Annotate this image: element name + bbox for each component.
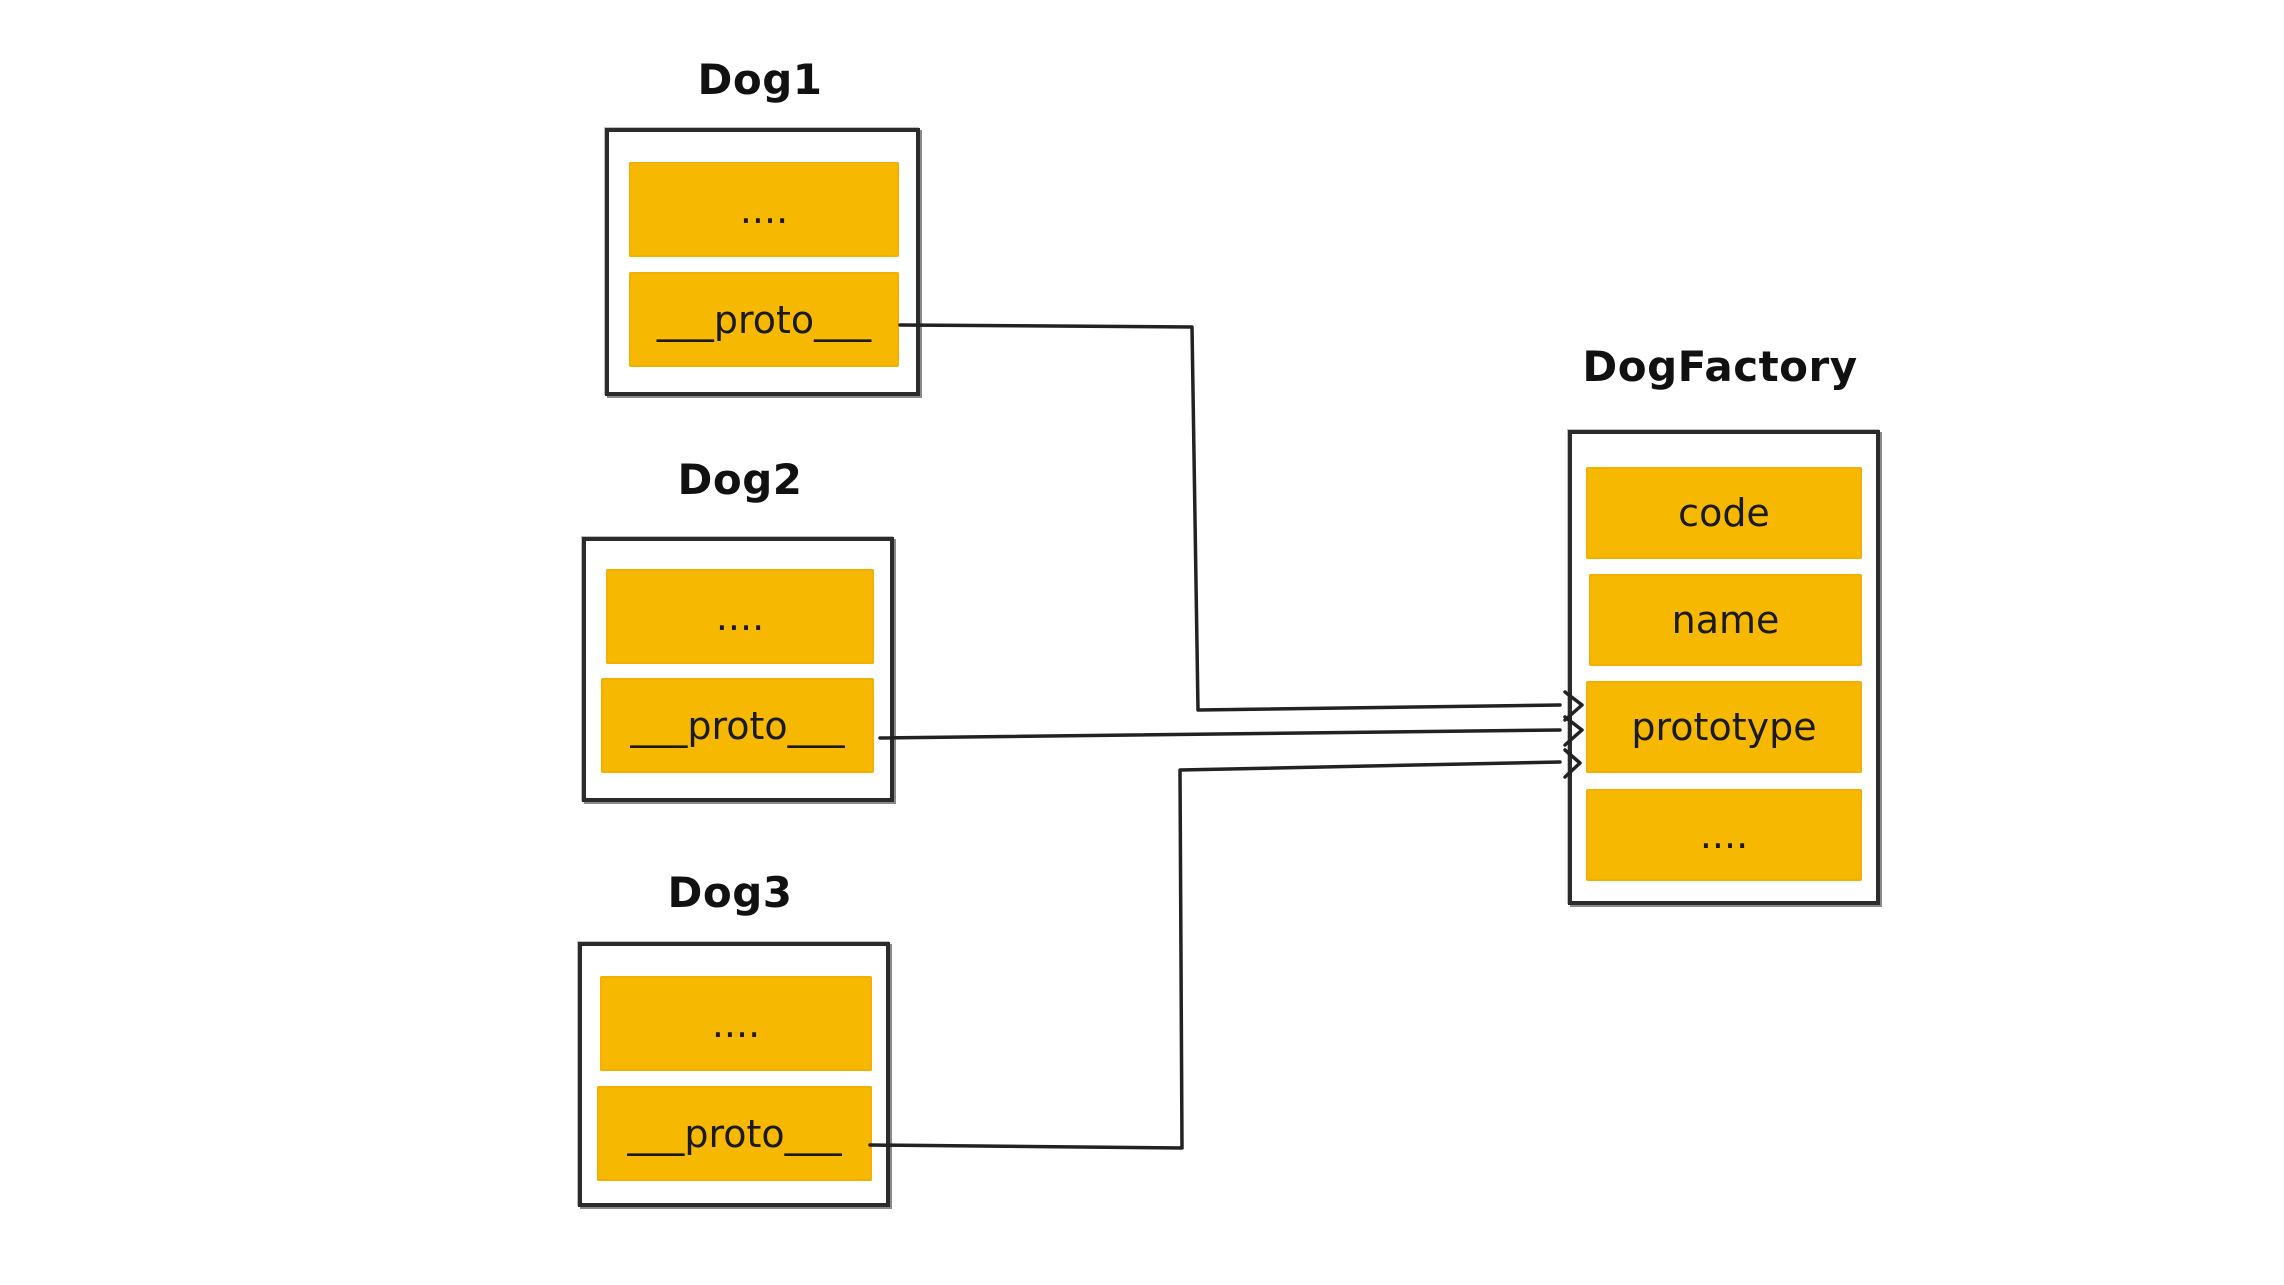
dog3-slot-ellipsis: .... (600, 976, 872, 1071)
dog1-box: .... ___proto___ (605, 128, 920, 396)
dog1-title: Dog1 (697, 55, 823, 104)
dog2-proto-link (878, 728, 1562, 740)
dog2-box: .... ___proto___ (582, 537, 894, 802)
dogfactory-title: DogFactory (1582, 342, 1858, 391)
dog3-slot-proto: ___proto___ (597, 1086, 872, 1181)
dog1-slot-ellipsis: .... (629, 162, 899, 257)
dog1-slot-proto: ___proto___ (629, 272, 899, 367)
dog1-proto-link (898, 323, 1562, 712)
dogfactory-slot-prototype: prototype (1586, 681, 1862, 773)
dogfactory-slot-code: code (1586, 467, 1862, 559)
dogfactory-slot-ellipsis: .... (1586, 789, 1862, 881)
dog2-title: Dog2 (677, 455, 803, 504)
dog2-slot-proto: ___proto___ (601, 678, 874, 773)
dog3-title: Dog3 (667, 868, 793, 917)
dog3-proto-link (868, 760, 1562, 1150)
dog2-slot-ellipsis: .... (606, 569, 874, 664)
dog3-box: .... ___proto___ (578, 942, 890, 1207)
dogfactory-box: code name prototype .... (1568, 430, 1880, 905)
dogfactory-slot-name: name (1589, 574, 1862, 666)
